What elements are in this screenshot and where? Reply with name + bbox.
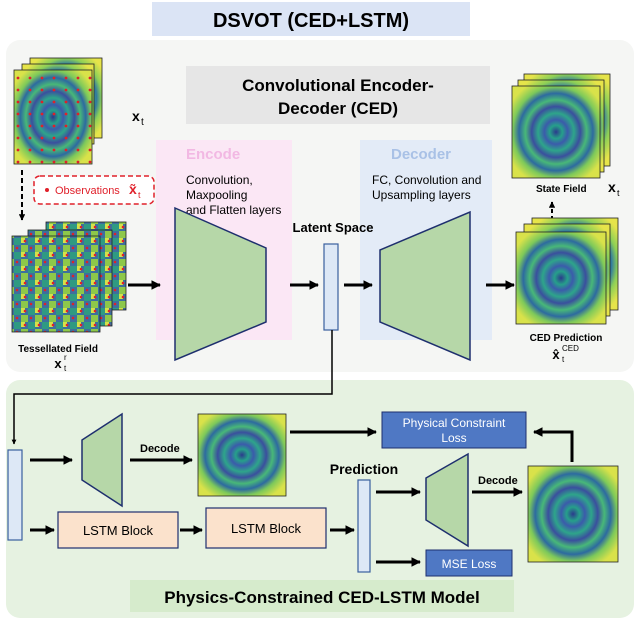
lstm-block-2 — [205, 507, 327, 549]
input-symbol: x — [132, 108, 140, 124]
decoder-trapezoid — [379, 210, 471, 362]
tessellated-subscript: t — [64, 364, 67, 373]
state-field-label: State Field — [536, 184, 587, 195]
lstm-decoded-field-image — [197, 413, 287, 497]
latent-space-vector — [323, 243, 339, 331]
decoder-label: Decoder — [391, 146, 451, 163]
latent-space-label: Latent Space — [293, 220, 374, 235]
ced-prediction-image — [515, 231, 607, 325]
ced-heading-line1: Convolutional Encoder- — [242, 76, 434, 95]
tessellated-superscript: r — [64, 353, 67, 362]
observations-box — [33, 175, 155, 205]
state-field-stack — [511, 73, 611, 179]
lstm-block-1-label: LSTM Block — [83, 523, 154, 538]
mse-loss-label: MSE Loss — [442, 557, 497, 571]
ced-prediction-superscript: CED — [562, 344, 579, 353]
decode-label-2: Decode — [478, 475, 518, 487]
state-field-image — [511, 85, 601, 179]
ced-prediction-subscript: t — [562, 355, 565, 364]
encode-desc-line1: Convolution, — [186, 173, 253, 187]
state-symbol: x — [608, 179, 616, 195]
ced-heading-line2: Decoder (CED) — [278, 99, 398, 118]
final-predicted-field-image — [527, 465, 619, 563]
tessellated-field-stack — [11, 221, 127, 333]
observation-subscript: t — [138, 190, 141, 200]
encode-desc-line2: Maxpooling — [186, 188, 247, 202]
prediction-decoder-trapezoid — [425, 452, 469, 548]
ced-prediction-stack — [515, 217, 619, 325]
title-banner — [152, 2, 470, 36]
encode-desc-line3: and Flatten layers — [186, 203, 281, 217]
observations-dot-icon — [45, 188, 49, 192]
latent-to-lstm-connector — [11, 330, 333, 445]
lstm-block-2-label: LSTM Block — [231, 521, 302, 536]
diagram-title: DSVOT (CED+LSTM) — [213, 10, 409, 32]
final-field-to-physical-loss-arrow — [533, 427, 574, 462]
tessellated-label: Tessellated Field — [18, 344, 98, 355]
prediction-label: Prediction — [330, 461, 398, 477]
lstm-input-vector — [7, 449, 23, 541]
tessellated-symbol: x — [54, 356, 62, 371]
ced-heading-box — [186, 66, 490, 124]
physical-constraint-loss-box — [381, 411, 527, 449]
lstm-decoder-trapezoid — [81, 412, 123, 508]
physical-constraint-loss-line1: Physical Constraint — [403, 416, 506, 430]
encode-label: Encode — [186, 146, 240, 163]
observations-label: Observations — [55, 185, 120, 197]
lstm-title: Physics-Constrained CED-LSTM Model — [164, 588, 479, 607]
observation-symbol: x̃ — [129, 181, 137, 197]
decoder-desc-line2: Upsampling layers — [372, 188, 471, 202]
decoder-desc-line1: FC, Convolution and — [372, 173, 481, 187]
decode-label-1: Decode — [140, 443, 180, 455]
tessellated-field-image — [11, 235, 101, 333]
lstm-block-1 — [57, 511, 179, 549]
mse-loss-box — [425, 549, 513, 577]
ced-prediction-symbol: x̂ — [552, 347, 560, 362]
input-subscript: t — [141, 117, 144, 128]
input-field-stack — [13, 57, 103, 165]
encoder-trapezoid — [174, 206, 267, 362]
prediction-vector — [357, 479, 371, 573]
physical-constraint-loss-line2: Loss — [441, 431, 466, 445]
state-subscript: t — [617, 188, 620, 198]
ced-prediction-label: CED Prediction — [530, 333, 603, 344]
lstm-title-banner — [130, 580, 514, 612]
